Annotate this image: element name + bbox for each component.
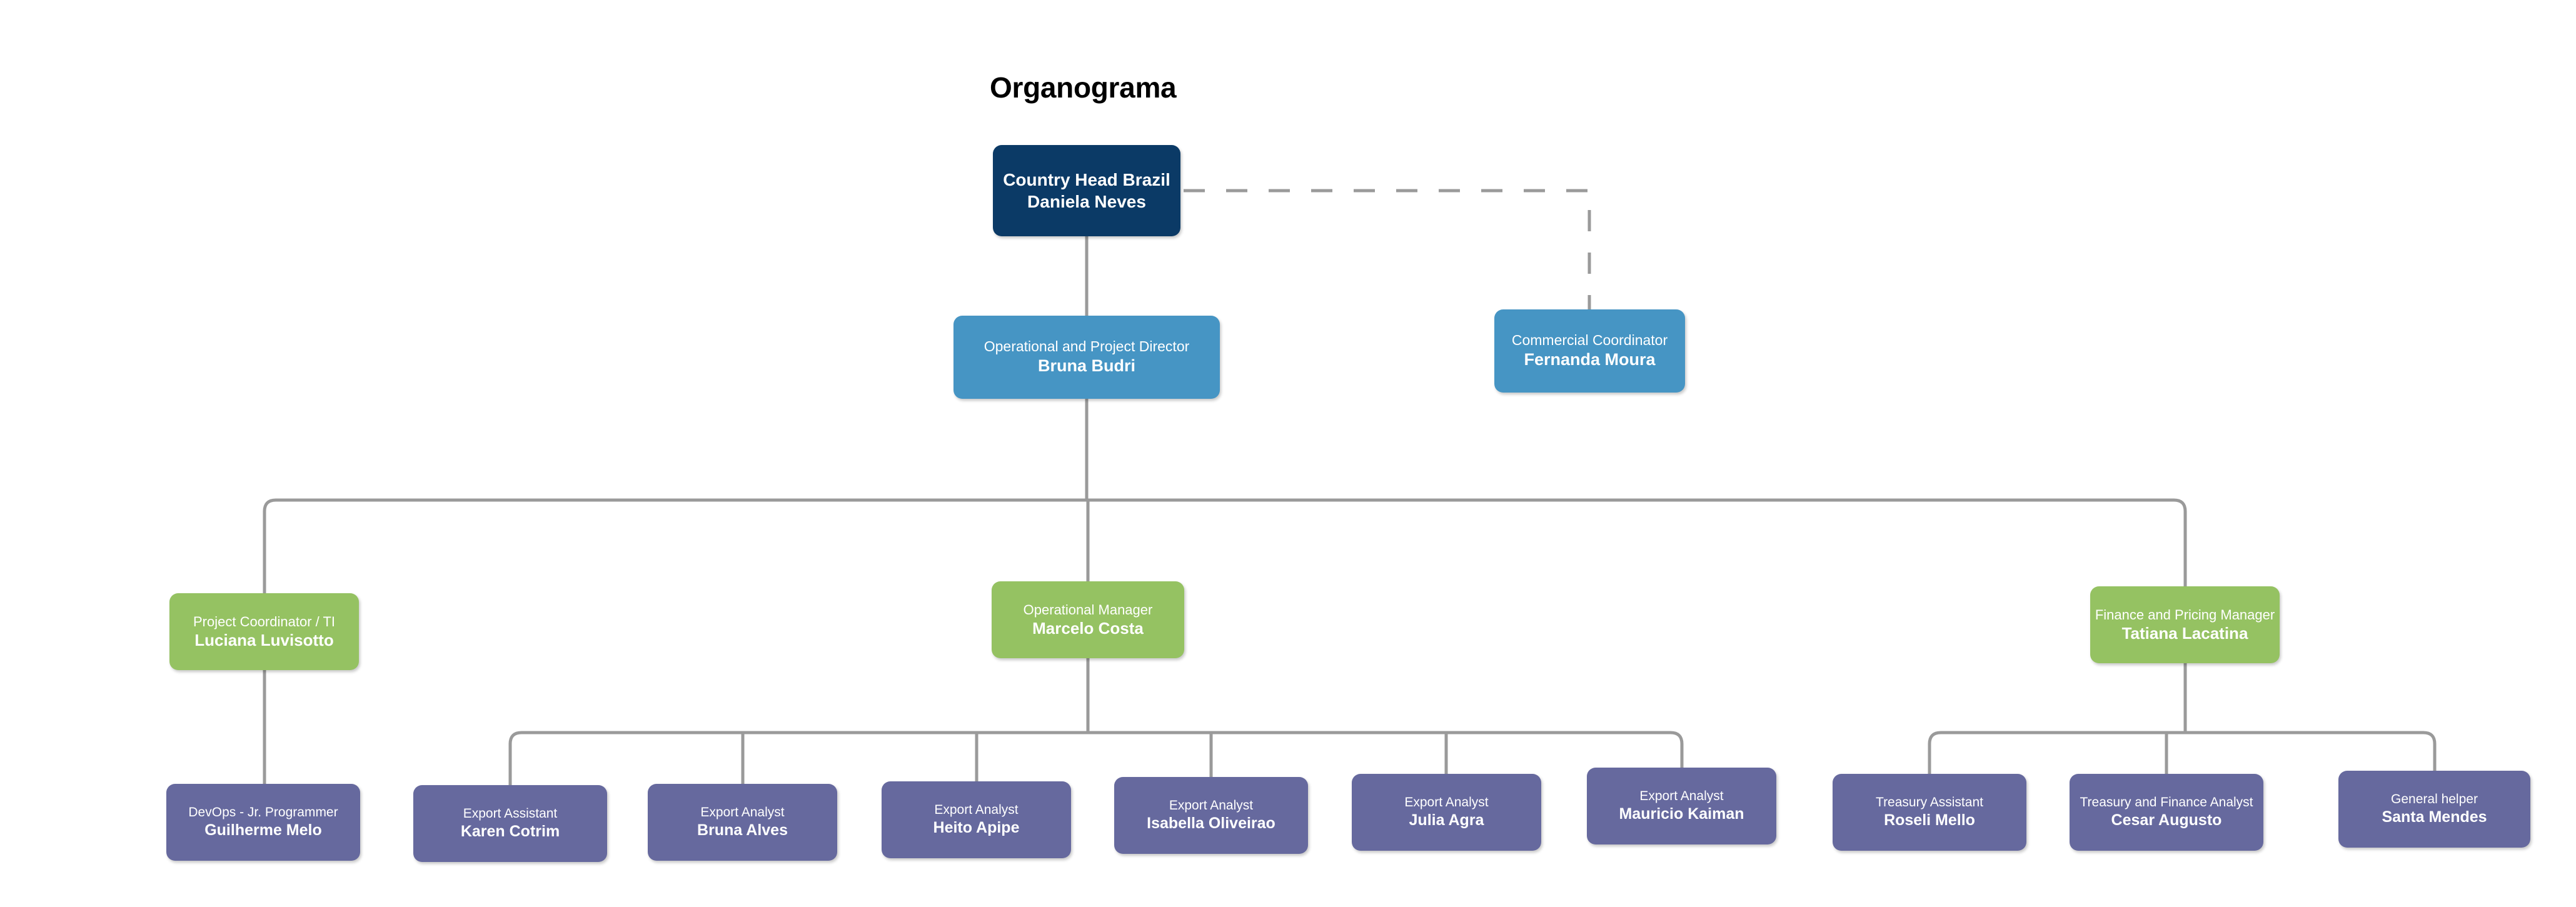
node-general-helper-santa-mendes[interactable]: General helper Santa Mendes — [2338, 771, 2530, 848]
node-treasury-and-finance-analyst-cesar-augusto[interactable]: Treasury and Finance Analyst Cesar Augus… — [2070, 774, 2263, 851]
node-role: Commercial Coordinator — [1511, 332, 1668, 349]
node-role: General helper — [2391, 791, 2478, 806]
node-treasury-assistant-roseli-mello[interactable]: Treasury Assistant Roseli Mello — [1833, 774, 2026, 851]
node-person: Julia Agra — [1409, 811, 1484, 829]
node-role: Operational Manager — [1023, 601, 1153, 618]
node-person: Karen Cotrim — [460, 823, 560, 840]
node-country-head-brazil[interactable]: Country Head Brazil Daniela Neves — [993, 145, 1180, 236]
node-person: Guilherme Melo — [204, 821, 322, 839]
connector-root-to-commercial-coordinator — [1184, 189, 1591, 309]
node-role: Finance and Pricing Manager — [2095, 606, 2275, 623]
node-export-assistant-karen-cotrim[interactable]: Export Assistant Karen Cotrim — [413, 785, 607, 862]
node-export-analyst-julia-agra[interactable]: Export Analyst Julia Agra — [1352, 774, 1541, 851]
node-person: Heito Apipe — [933, 819, 1020, 836]
node-person: Mauricio Kaiman — [1619, 805, 1744, 823]
node-operational-and-project-director[interactable]: Operational and Project Director Bruna B… — [953, 316, 1220, 399]
node-person: Isabella Oliveirao — [1147, 814, 1275, 832]
node-person: Tatiana Lacatina — [2121, 624, 2248, 643]
node-export-analyst-heito-apipe[interactable]: Export Analyst Heito Apipe — [882, 781, 1071, 858]
node-person: Bruna Budri — [1037, 356, 1135, 375]
node-role: Export Assistant — [463, 806, 558, 821]
node-commercial-coordinator[interactable]: Commercial Coordinator Fernanda Moura — [1494, 309, 1685, 393]
node-role: Export Analyst — [700, 804, 785, 819]
node-person: Luciana Luvisotto — [194, 631, 334, 649]
node-finance-and-pricing-manager[interactable]: Finance and Pricing Manager Tatiana Laca… — [2090, 586, 2280, 663]
node-project-coordinator-ti[interactable]: Project Coordinator / TI Luciana Luvisot… — [169, 593, 359, 670]
node-devops-jr-programmer[interactable]: DevOps - Jr. Programmer Guilherme Melo — [166, 784, 360, 861]
node-person: Bruna Alves — [697, 821, 788, 839]
node-person: Daniela Neves — [1027, 192, 1146, 211]
node-role: DevOps - Jr. Programmer — [188, 804, 338, 819]
node-person: Fernanda Moura — [1524, 350, 1656, 369]
node-person: Santa Mendes — [2382, 808, 2487, 826]
node-export-analyst-isabella-oliveirao[interactable]: Export Analyst Isabella Oliveirao — [1114, 777, 1308, 854]
node-role: Export Analyst — [934, 802, 1019, 817]
node-role: Export Analyst — [1639, 788, 1724, 803]
node-role: Treasury and Finance Analyst — [2080, 794, 2253, 809]
connector-bus-finance-staff — [1928, 731, 2437, 774]
node-role: Project Coordinator / TI — [193, 613, 336, 629]
node-operational-manager[interactable]: Operational Manager Marcelo Costa — [992, 581, 1184, 658]
node-role: Treasury Assistant — [1876, 794, 1983, 809]
node-export-analyst-bruna-alves[interactable]: Export Analyst Bruna Alves — [648, 784, 837, 861]
node-role: Export Analyst — [1169, 798, 1254, 813]
page-title: Organograma — [990, 71, 1177, 104]
connector-bus-managers — [263, 498, 2187, 593]
node-export-analyst-mauricio-kaiman[interactable]: Export Analyst Mauricio Kaiman — [1587, 768, 1776, 844]
node-person: Roseli Mello — [1884, 811, 1975, 829]
node-role: Operational and Project Director — [984, 338, 1190, 355]
node-role: Export Analyst — [1404, 794, 1489, 809]
node-person: Marcelo Costa — [1032, 619, 1144, 638]
node-person: Cesar Augusto — [2111, 811, 2222, 829]
node-role: Country Head Brazil — [1003, 170, 1170, 189]
